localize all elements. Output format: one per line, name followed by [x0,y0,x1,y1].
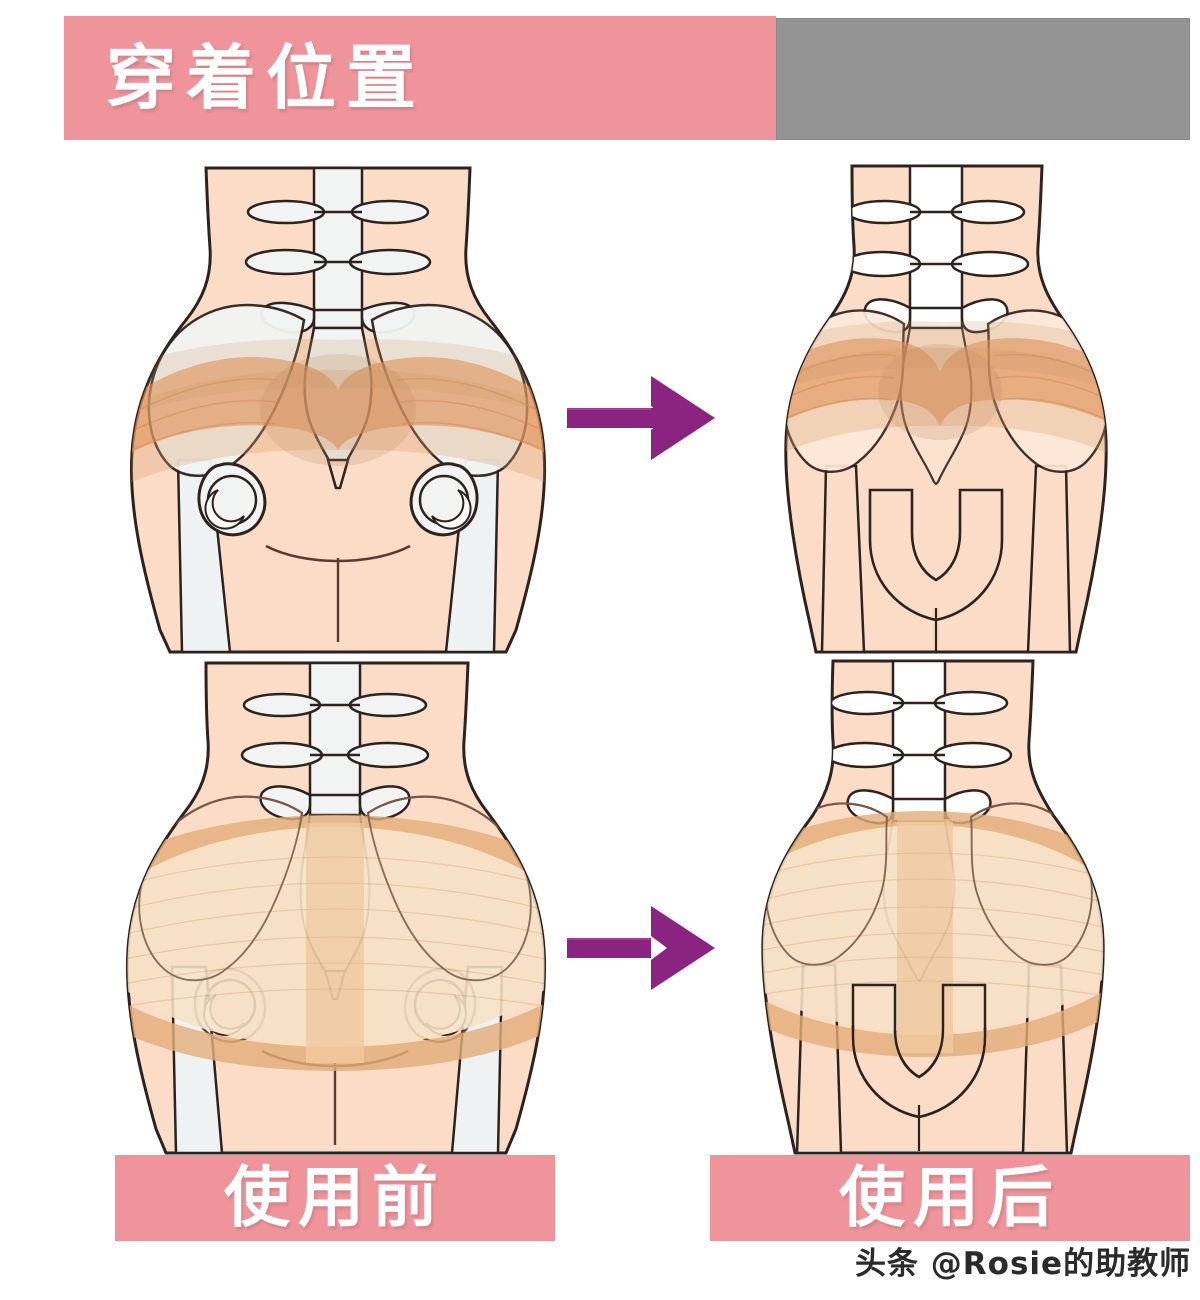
redaction-block [776,18,1190,140]
arrow-right-icon-bottom [565,898,715,998]
pelvis-after-narrow-muscles [760,160,1130,660]
label-before-use-text: 使用前 [224,1159,446,1236]
arrow-right-icon-top [565,368,715,468]
label-before-use: 使用前 [115,1155,555,1241]
pelvis-before-wide-belt [110,655,560,1160]
label-after-use-text: 使用后 [839,1159,1061,1236]
pelvis-before-wide-muscles [118,160,558,660]
watermark: 头条 @Rosie的助教师 [855,1246,1192,1282]
title-banner: 穿着位置 [64,16,776,140]
pelvis-after-narrow-belt [735,655,1130,1160]
label-after-use: 使用后 [710,1155,1190,1241]
page-title: 穿着位置 [106,37,426,119]
